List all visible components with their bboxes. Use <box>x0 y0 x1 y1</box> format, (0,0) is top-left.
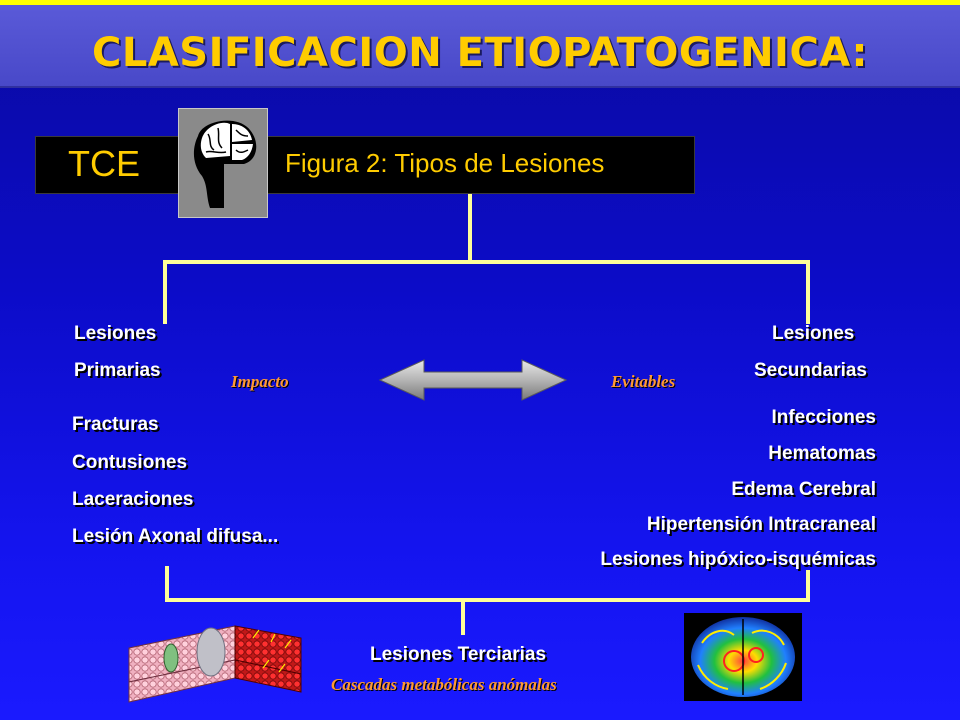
secondary-title-line2: Secundarias <box>754 360 867 381</box>
head-brain-icon <box>178 108 268 218</box>
brain-scan-image <box>684 613 802 701</box>
primary-item: Lesión Axonal difusa... <box>72 526 279 547</box>
primary-title-line1: Lesiones <box>74 323 157 344</box>
secondary-item: Edema Cerebral <box>731 479 876 500</box>
title-divider <box>0 86 960 88</box>
primary-item: Fracturas <box>72 414 159 435</box>
primary-title-line2: Primarias <box>74 360 161 381</box>
title-bar <box>0 0 960 88</box>
tertiary-title: Lesiones Terciarias <box>370 644 547 665</box>
double-arrow-icon <box>378 359 568 401</box>
cell-membrane-image <box>128 625 302 703</box>
primary-qualifier: Impacto <box>231 372 289 391</box>
slide-title: CLASIFICACION ETIOPATOGENICA: <box>91 30 868 76</box>
tce-label: TCE <box>68 143 140 184</box>
figure-label: Figura 2: Tipos de Lesiones <box>285 148 605 178</box>
tce-header-box <box>35 136 695 194</box>
secondary-item: Hematomas <box>768 443 876 464</box>
secondary-item: Hipertensión Intracraneal <box>646 514 876 535</box>
tertiary-subtitle: Cascadas metabólicas anómalas <box>331 675 557 694</box>
primary-item: Contusiones <box>72 452 188 473</box>
primary-item: Laceraciones <box>72 489 194 510</box>
secondary-qualifier: Evitables <box>611 372 676 391</box>
secondary-title-line1: Lesiones <box>772 323 855 344</box>
secondary-item: Infecciones <box>771 407 876 428</box>
secondary-item: Lesiones hipóxico-isquémicas <box>600 549 876 570</box>
